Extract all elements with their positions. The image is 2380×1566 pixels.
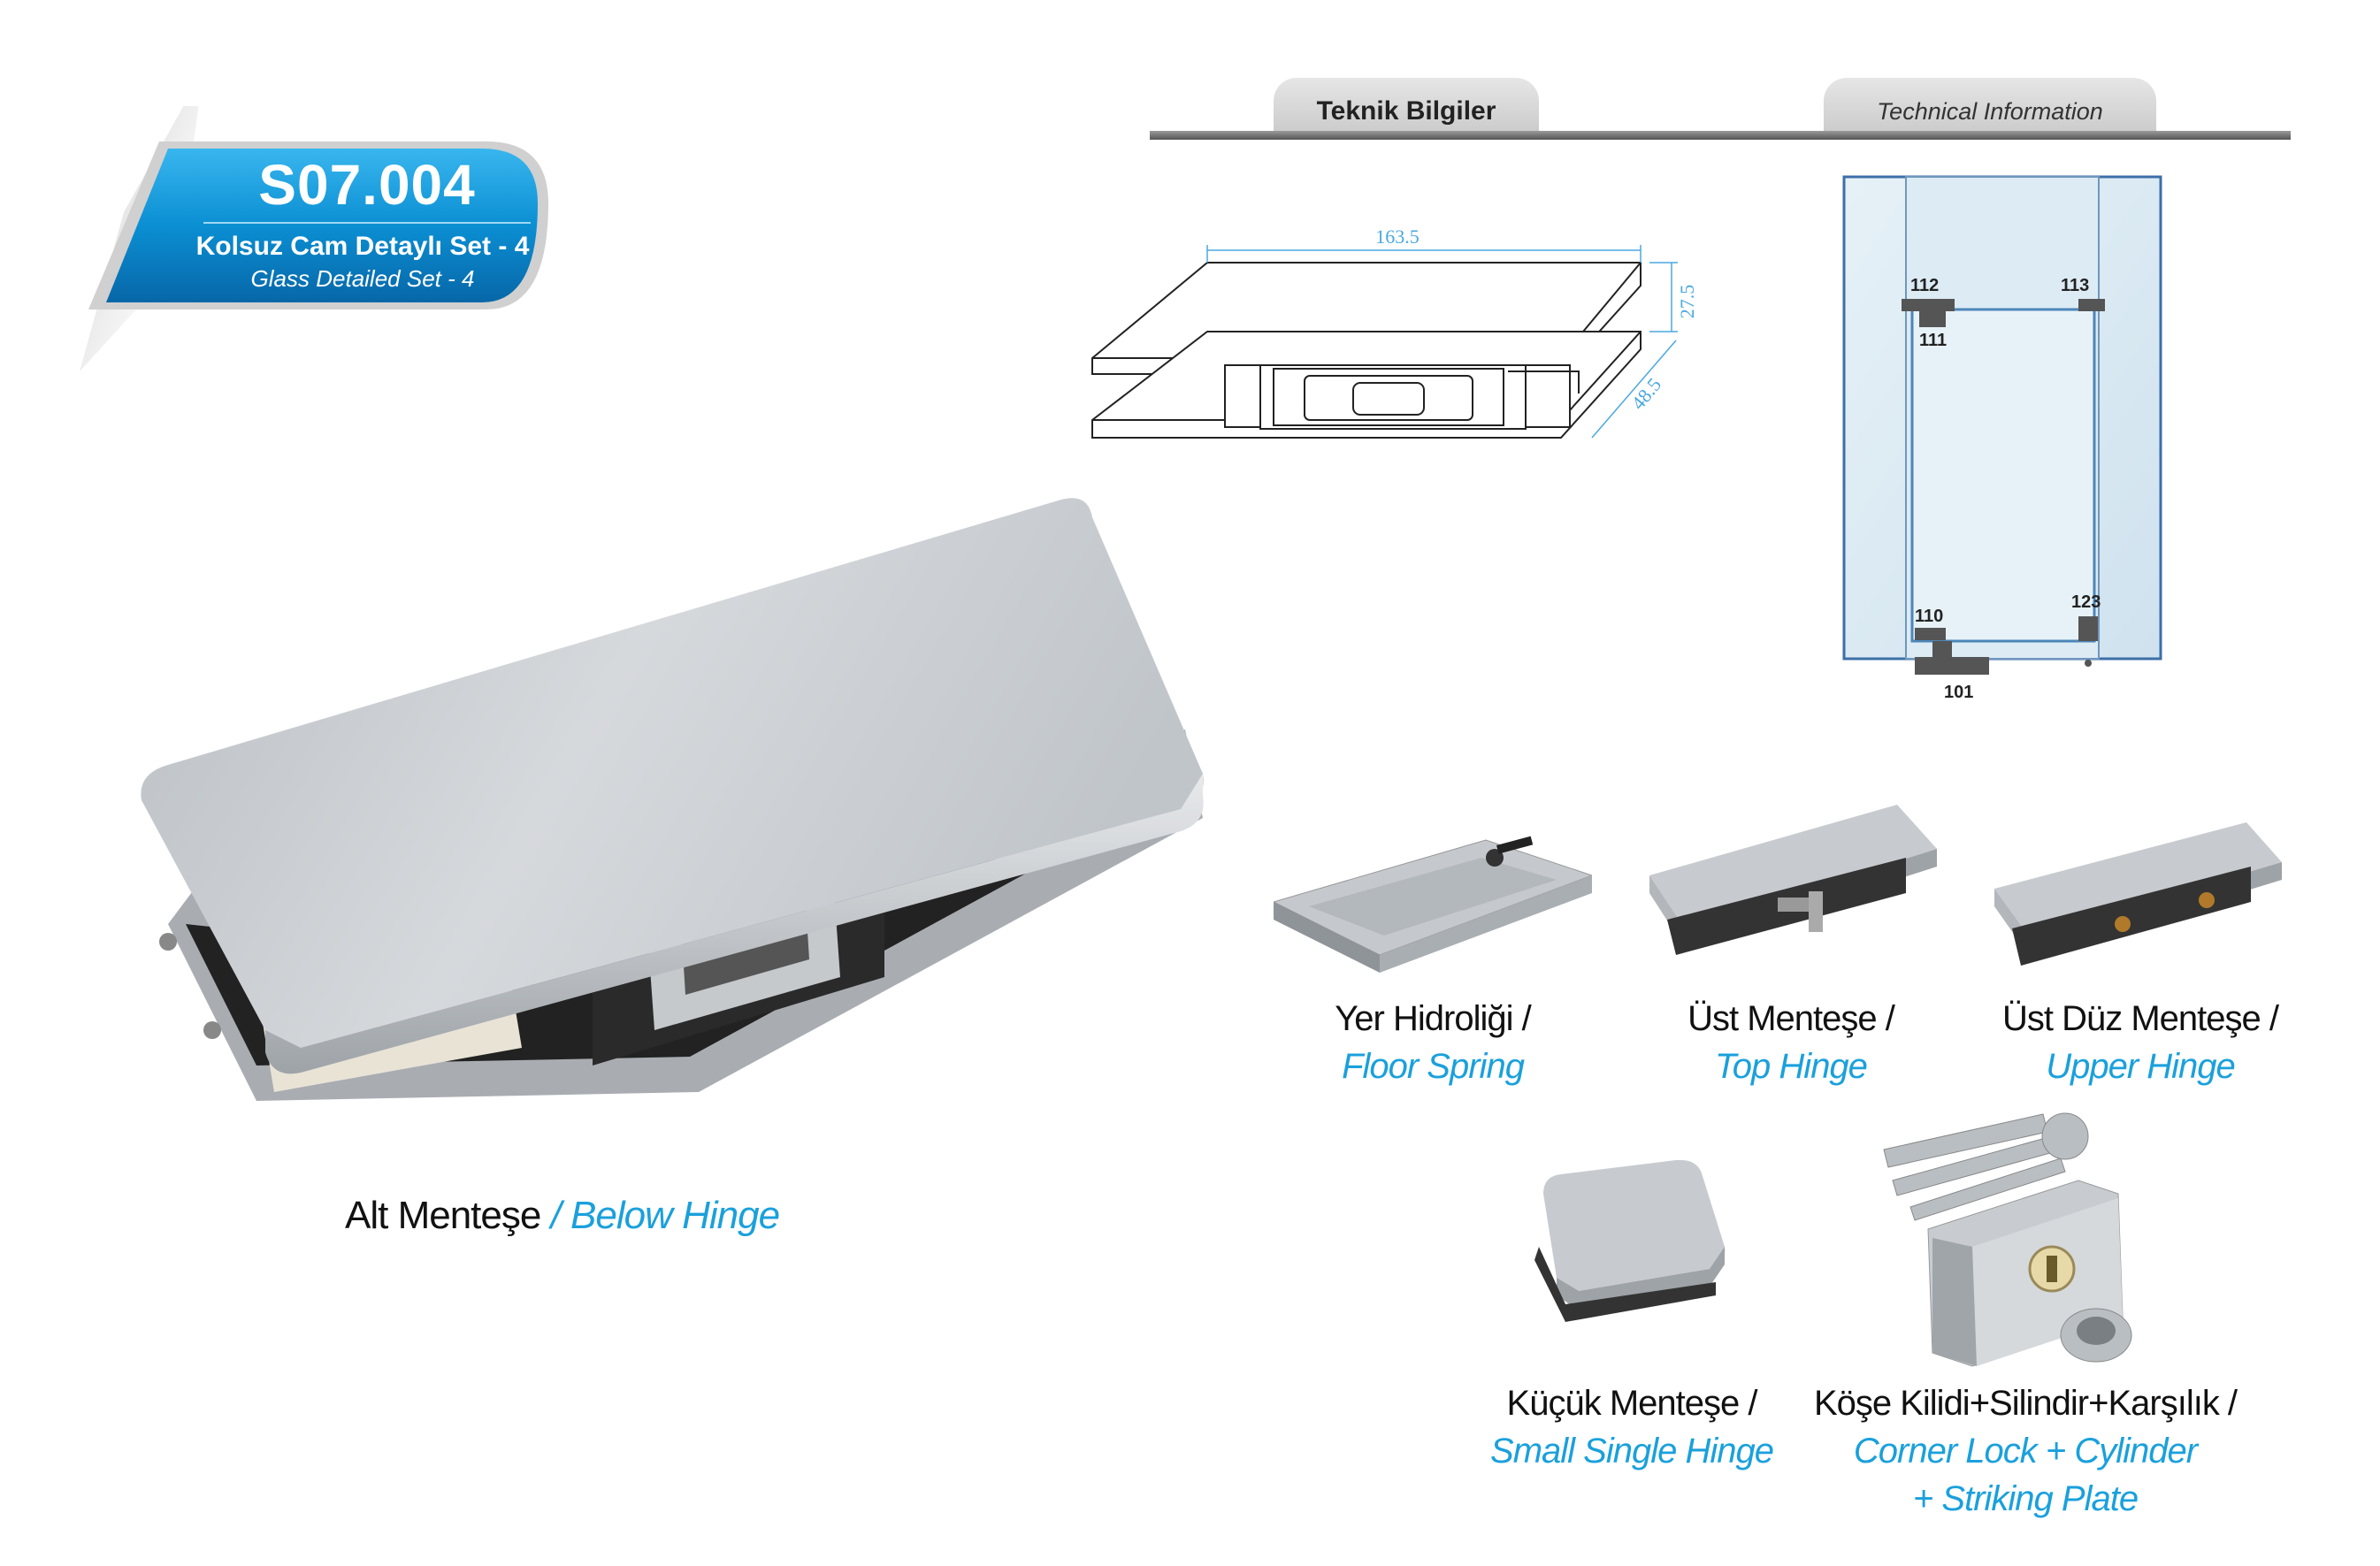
small-hinge-image — [1534, 1159, 1726, 1322]
tab-technical-information: Technical Information — [1824, 78, 2156, 140]
tab-divider-bar — [1150, 131, 2291, 140]
floor-spring-image — [1274, 836, 1592, 973]
dim-length: 163.5 — [1375, 225, 1420, 248]
small-hinge-caption: Küçük Menteşe / Small Single Hinge — [1468, 1379, 1795, 1475]
label-110: 110 — [1915, 607, 1943, 626]
dimension-drawing: 163.5 27.5 48.5 — [1091, 225, 1698, 439]
upper-hinge-caption: Üst Düz Menteşe / Upper Hinge — [1972, 995, 2308, 1090]
tab-teknik-bilgiler: Teknik Bilgiler — [1274, 78, 1539, 140]
top-hinge-image — [1649, 805, 1937, 955]
product-title-en: Glass Detailed Set - 4 — [250, 265, 475, 292]
small-hinge-en: Small Single Hinge — [1490, 1432, 1774, 1471]
product-badge: S07.004 Kolsuz Cam Detaylı Set - 4 Glass… — [71, 106, 566, 371]
top-hinge-caption: Üst Menteşe / Top Hinge — [1641, 995, 1941, 1090]
corner-lock-caption: Köşe Kilidi+Silindir+Karşılık / Corner L… — [1795, 1379, 2255, 1523]
product-title-tr: Kolsuz Cam Detaylı Set - 4 — [195, 232, 530, 261]
floor-spring-en: Floor Spring — [1342, 1047, 1525, 1086]
label-101: 101 — [1944, 683, 1973, 702]
top-hinge-tr: Üst Menteşe / — [1687, 999, 1895, 1038]
top-hinge-en: Top Hinge — [1715, 1047, 1868, 1086]
corner-lock-en2: + Striking Plate — [1912, 1479, 2139, 1518]
label-113: 113 — [2061, 276, 2089, 295]
dim-depth: 48.5 — [1626, 373, 1665, 414]
corner-lock-image — [1883, 1112, 2132, 1367]
floor-spring-caption: Yer Hidroliği / Floor Spring — [1274, 995, 1592, 1090]
floor-spring-tr: Yer Hidroliği / — [1335, 999, 1531, 1038]
below-hinge-label-en: / Below Hinge — [550, 1194, 780, 1237]
product-code: S07.004 — [258, 153, 476, 217]
label-111: 111 — [1919, 331, 1947, 350]
below-hinge-label-tr: Alt Menteşe — [345, 1194, 541, 1237]
upper-hinge-en: Upper Hinge — [2046, 1047, 2236, 1086]
small-hinge-tr: Küçük Menteşe / — [1506, 1384, 1758, 1423]
door-diagram: 112 113 111 110 123 101 — [1842, 175, 2162, 702]
corner-lock-en: Corner Lock + Cylinder — [1853, 1432, 2198, 1471]
upper-hinge-tr: Üst Düz Menteşe / — [2001, 999, 2279, 1038]
corner-lock-tr: Köşe Kilidi+Silindir+Karşılık / — [1813, 1384, 2238, 1423]
below-hinge-caption: Alt Menteşe / Below Hinge — [345, 1194, 780, 1238]
dim-height: 27.5 — [1676, 285, 1698, 319]
label-123: 123 — [2071, 592, 2101, 612]
below-hinge-image — [141, 498, 1204, 1101]
label-112: 112 — [1910, 276, 1939, 295]
upper-hinge-image — [1994, 822, 2282, 966]
